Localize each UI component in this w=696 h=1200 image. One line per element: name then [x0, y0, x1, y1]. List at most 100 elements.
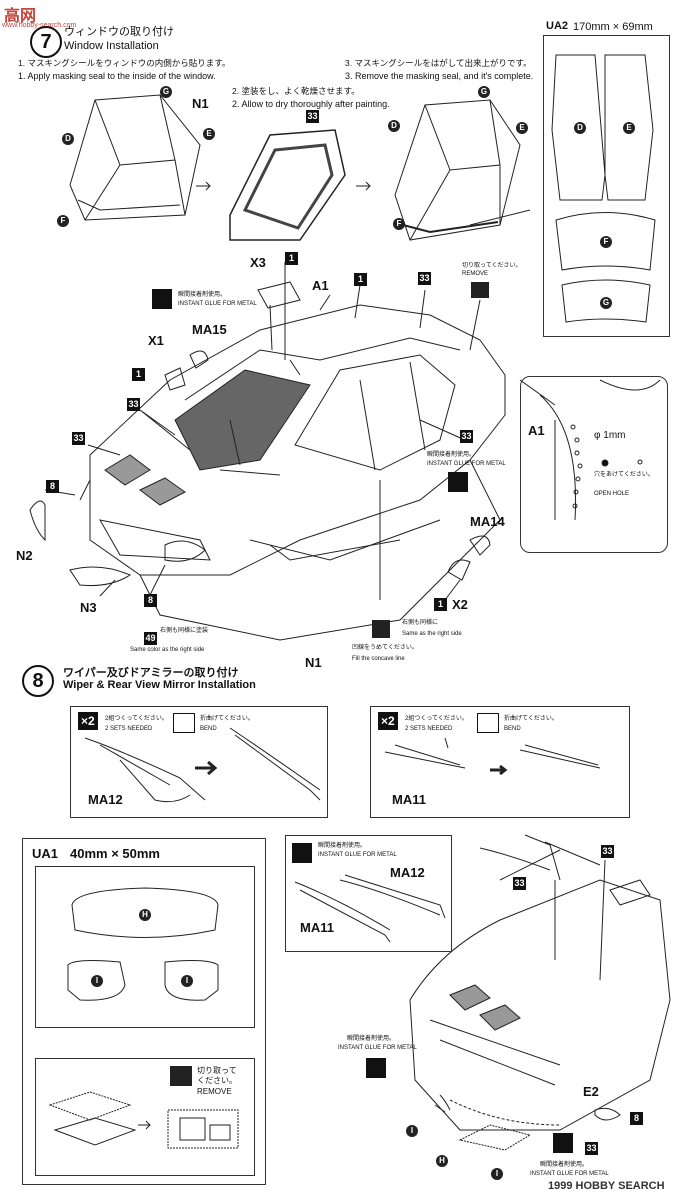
ua1-title: UA1 — [32, 846, 59, 861]
step8-title-jp: ワイパー及びドアミラーの取り付け — [63, 667, 239, 679]
same-as-jp: 右側も同様に — [402, 620, 439, 626]
glue-en-1: INSTANT GLUE FOR METAL — [178, 301, 257, 307]
glue-diamond-icon-2 — [448, 472, 468, 492]
remove-jp-1: 切り取ってください。 — [462, 263, 522, 269]
ua2-label-e: E — [623, 122, 635, 134]
step7-s3-jp: 3. マスキングシールをはがして出来上がりです。 — [345, 58, 532, 68]
part-n3: N3 — [80, 600, 97, 615]
step7-s3-en: 3. Remove the masking seal, and it's com… — [345, 71, 534, 81]
part-ma12-inset: MA12 — [390, 865, 425, 880]
remove-knife-icon — [471, 282, 489, 298]
ua2-label-d: D — [574, 122, 586, 134]
color-49: 49 — [144, 632, 157, 645]
ua2-label-f: F — [600, 236, 612, 248]
two-sets-jp-1: 2組つくってください。 — [105, 716, 168, 722]
glue-diamond-icon-4 — [366, 1058, 386, 1078]
step7-s2-jp: 2. 塗装をし、よく乾燥させます。 — [232, 86, 360, 96]
fill-en: Fill the concave line — [352, 656, 405, 662]
ua1-label-i-2: I — [181, 975, 193, 987]
two-sets-jp-2: 2組つくってください。 — [405, 716, 468, 722]
color-33-side: 33 — [460, 430, 473, 443]
step7-number: 7 — [30, 26, 62, 58]
glue-jp-1: 瞬間接着剤使用。 — [178, 292, 227, 298]
glue-jp-3: 瞬間接着剤使用。 — [318, 843, 367, 849]
color-33-big-2: 33 — [601, 845, 614, 858]
part-x2: X2 — [452, 597, 468, 612]
part-ma12-box: MA12 — [88, 792, 123, 807]
ua1-size: 40mm × 50mm — [70, 846, 160, 861]
color-33-big-1: 33 — [513, 877, 526, 890]
watermark-bottom: 1999 HOBBY SEARCH — [548, 1180, 665, 1192]
hole-jp: 穴をあけてください。 — [594, 472, 654, 478]
ua2-panel — [543, 35, 670, 337]
step7-s2-en: 2. Allow to dry thoroughly after paintin… — [232, 99, 390, 109]
bend-en-2: BEND — [504, 726, 521, 732]
mirror-inset-box — [285, 835, 452, 952]
color-1-x2: 1 — [434, 598, 447, 611]
part-a1: A1 — [312, 278, 329, 293]
step7-title-jp: ウィンドウの取り付け — [64, 26, 174, 38]
part-n1-bottom: N1 — [305, 655, 322, 670]
ua2-size: 170mm × 69mm — [573, 21, 653, 33]
color-33-big-3: 33 — [585, 1142, 598, 1155]
glue-diamond-icon-5 — [553, 1133, 573, 1153]
same-as-en: Same as the right side — [402, 631, 462, 637]
glue-jp-5: 瞬間接着剤使用。 — [540, 1162, 589, 1168]
color-1-x1: 1 — [132, 368, 145, 381]
ua1-label-h: H — [139, 909, 151, 921]
glue-en-3: INSTANT GLUE FOR METAL — [318, 852, 397, 858]
label-d-3: D — [388, 120, 400, 132]
hole-size: φ 1mm — [594, 430, 626, 441]
part-ma11-box: MA11 — [392, 792, 426, 807]
watermark-url: www.hobby-search.com — [2, 22, 77, 29]
part-x3: X3 — [250, 255, 266, 270]
glue-en-4: INSTANT GLUE FOR METAL — [338, 1045, 417, 1051]
ua1-sheet — [35, 866, 255, 1028]
x2-badge-1: ×2 — [78, 712, 98, 730]
bend-jp-2: 折曲げてください。 — [504, 716, 558, 722]
label-i-car-2: I — [491, 1168, 503, 1180]
color-33-roof: 33 — [418, 272, 431, 285]
color-33-hood-1: 33 — [127, 398, 140, 411]
same-color-en: Same color as the right side — [130, 647, 205, 653]
fill-jp: 凹線をうめてください。 — [352, 645, 418, 651]
part-ma14: MA14 — [470, 514, 505, 529]
glue-diamond-icon-3 — [292, 843, 312, 863]
remove2-jp1: 切り取って — [197, 1066, 237, 1075]
remove2-jp2: ください。 — [197, 1076, 237, 1085]
step7-s1-jp: 1. マスキングシールをウィンドウの内側から貼ります。 — [18, 58, 231, 68]
part-ma11-inset: MA11 — [300, 920, 334, 935]
ua2-label-g: G — [600, 297, 612, 309]
remove-en-1: REMOVE — [462, 271, 489, 277]
color-1-roof: 1 — [354, 273, 367, 286]
ua1-label-i-1: I — [91, 975, 103, 987]
label-e-3: E — [516, 122, 528, 134]
remove2-en: REMOVE — [197, 1087, 232, 1096]
part-e2: E2 — [583, 1084, 599, 1099]
color-8-left: 8 — [46, 480, 59, 493]
wiper-box-2 — [370, 706, 630, 818]
glue-jp-2: 瞬間接着剤使用。 — [427, 452, 476, 458]
label-f-1: F — [57, 215, 69, 227]
hole-inset-panel — [520, 376, 668, 553]
two-sets-en-1: 2 SETS NEEDED — [105, 726, 153, 732]
glue-en-5: INSTANT GLUE FOR METAL — [530, 1171, 609, 1177]
part-x1: X1 — [148, 333, 164, 348]
part-a1-inset: A1 — [528, 423, 545, 438]
color-33-hood-2: 33 — [72, 432, 85, 445]
label-h-car: H — [436, 1155, 448, 1167]
step8-number: 8 — [22, 665, 54, 697]
glue-jp-4: 瞬間接着剤使用。 — [347, 1036, 396, 1042]
two-sets-en-2: 2 SETS NEEDED — [405, 726, 453, 732]
ua1-panel — [22, 838, 266, 1185]
same-color-jp: 右側も同様に塗装 — [160, 628, 209, 634]
label-g-3: G — [478, 86, 490, 98]
color-33-w2: 33 — [306, 110, 319, 123]
bend-icon-2 — [477, 713, 499, 733]
remove-knife-icon-2 — [170, 1066, 192, 1086]
fill-tool-icon — [372, 620, 390, 638]
label-i-car-1: I — [406, 1125, 418, 1137]
hole-en: OPEN HOLE — [594, 491, 630, 497]
bend-icon-1 — [173, 713, 195, 733]
